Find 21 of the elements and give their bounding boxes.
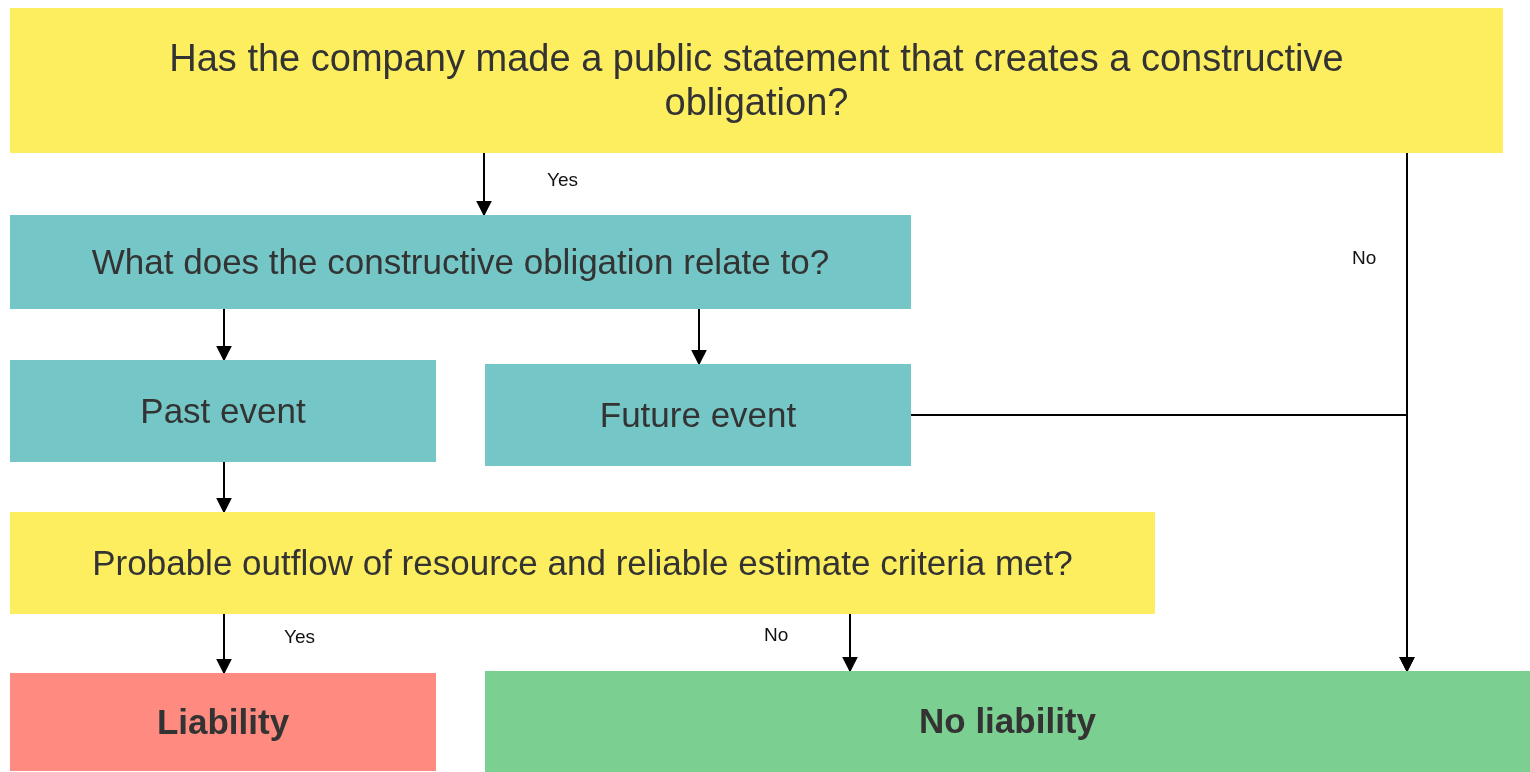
node-text: Liability [156,701,290,743]
node-text: Probable outflow of resource and reliable estimate criteria met? [92,542,1073,584]
outcome-box [485,671,1530,772]
category-box [10,360,436,462]
arrow [476,152,492,217]
question-box [10,8,1503,153]
outcome-box [10,673,436,771]
arrow [216,461,232,514]
arrow [910,414,1415,673]
arrow [691,308,707,366]
node-text: Future event [599,394,797,436]
node-text: Has the company made a public statement that creates a constructive obligation? [168,36,1345,125]
arrow [216,613,232,675]
category-box [485,364,911,466]
question-box [10,512,1155,614]
node-text: No liability [919,701,1096,742]
arrow [842,613,858,673]
arrow [216,308,232,362]
category-box [10,215,911,309]
node-text: Past event [140,390,306,432]
node-text: What does the constructive obligation relate to? [91,241,830,283]
